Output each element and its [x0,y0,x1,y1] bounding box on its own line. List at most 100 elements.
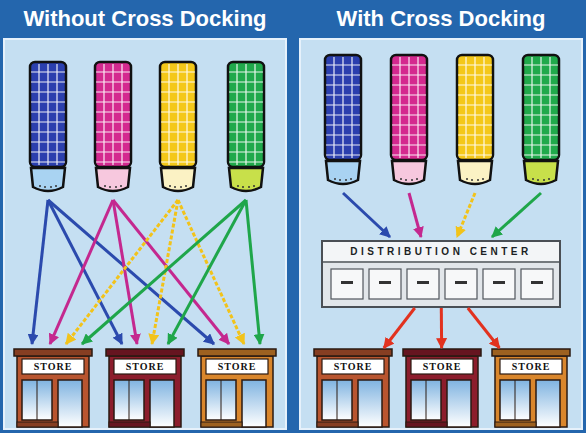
store-base [406,422,447,427]
delivery-arrow [113,200,229,344]
delivery-arrow [152,200,178,344]
dock-door [331,269,363,299]
delivery-arrow [48,200,214,344]
store-signboard [206,359,268,374]
store-window [322,380,352,420]
store-door [58,380,82,427]
store-door [536,380,560,427]
delivery-arrow [66,200,178,344]
delivery-arrow [113,200,137,344]
dock-door [521,269,553,299]
panel-heading: Without Cross Docking [3,2,287,36]
store-base [109,422,150,427]
store-base [201,422,242,427]
inbound-arrow [457,193,475,237]
truck-green [523,55,559,184]
dock-door [445,269,477,299]
store-sign: STORE [322,359,384,374]
scenario-panel: DISTRIBUTION CENTERSTORESTORESTOREWith C… [299,38,583,430]
dock-handle [455,281,467,284]
window-mullion [37,380,38,420]
window-mullion [221,380,222,420]
store-signboard [114,359,176,374]
store-cornice [14,349,92,356]
store-wall [495,356,567,427]
dock-handle [417,281,429,284]
store-facade [197,348,277,428]
store-wall [17,356,89,427]
window-mullion [129,380,130,420]
store-building: STORE [313,348,393,428]
store-window [114,380,144,420]
dock-handle [493,281,505,284]
store-sign: STORE [411,359,473,374]
dock-door [407,269,439,299]
dock-wall [323,263,559,306]
store-wall [109,356,181,427]
window-mullion [515,380,516,420]
delivery-arrow [246,200,260,344]
dock-handle [341,281,353,284]
store-cornice [106,349,184,356]
truck-magenta [391,55,427,184]
store-facade [491,348,571,428]
panel-heading: With Cross Docking [299,2,583,36]
store-window [500,380,530,420]
store-window [206,380,236,420]
dock-door [369,269,401,299]
store-door [447,380,471,427]
store-window [411,380,441,420]
store-building: STORE [402,348,482,428]
delivery-arrow [48,200,122,344]
store-sign: STORE [206,359,268,374]
store-wall [317,356,389,427]
window-mullion [337,380,338,420]
delivery-arrow [82,200,246,344]
store-door [150,380,174,427]
distribution-arrow [384,308,415,348]
distribution-center: DISTRIBUTION CENTER [321,240,561,308]
dock-door [483,269,515,299]
store-wall [201,356,273,427]
store-signboard [411,359,473,374]
inbound-arrow [409,193,421,237]
store-base [17,422,58,427]
dock-handle [379,281,391,284]
store-window [22,380,52,420]
delivery-arrow [178,200,244,344]
truck-blue [30,62,66,191]
store-sign: STORE [500,359,562,374]
store-building: STORE [491,348,571,428]
distribution-arrow [468,308,500,348]
store-facade [313,348,393,428]
store-signboard [22,359,84,374]
store-signboard [500,359,562,374]
delivery-arrow [50,200,113,344]
truck-green [228,62,264,191]
store-building: STORE [13,348,93,428]
store-facade [402,348,482,428]
store-facade [13,348,93,428]
store-door [358,380,382,427]
store-signboard [322,359,384,374]
distribution-arrow [440,308,443,348]
store-sign: STORE [114,359,176,374]
store-wall [406,356,478,427]
store-door [242,380,266,427]
store-base [495,422,536,427]
dock-handle [531,281,543,284]
store-base [317,422,358,427]
inbound-arrow [343,193,390,237]
truck-yellow [457,55,493,184]
store-cornice [314,349,392,356]
divider-line [323,261,559,263]
inbound-arrow [492,193,541,237]
store-building: STORE [105,348,185,428]
truck-blue [325,55,361,184]
truck-yellow [160,62,196,191]
store-cornice [198,349,276,356]
center-name: DISTRIBUTION CENTER [323,246,559,257]
